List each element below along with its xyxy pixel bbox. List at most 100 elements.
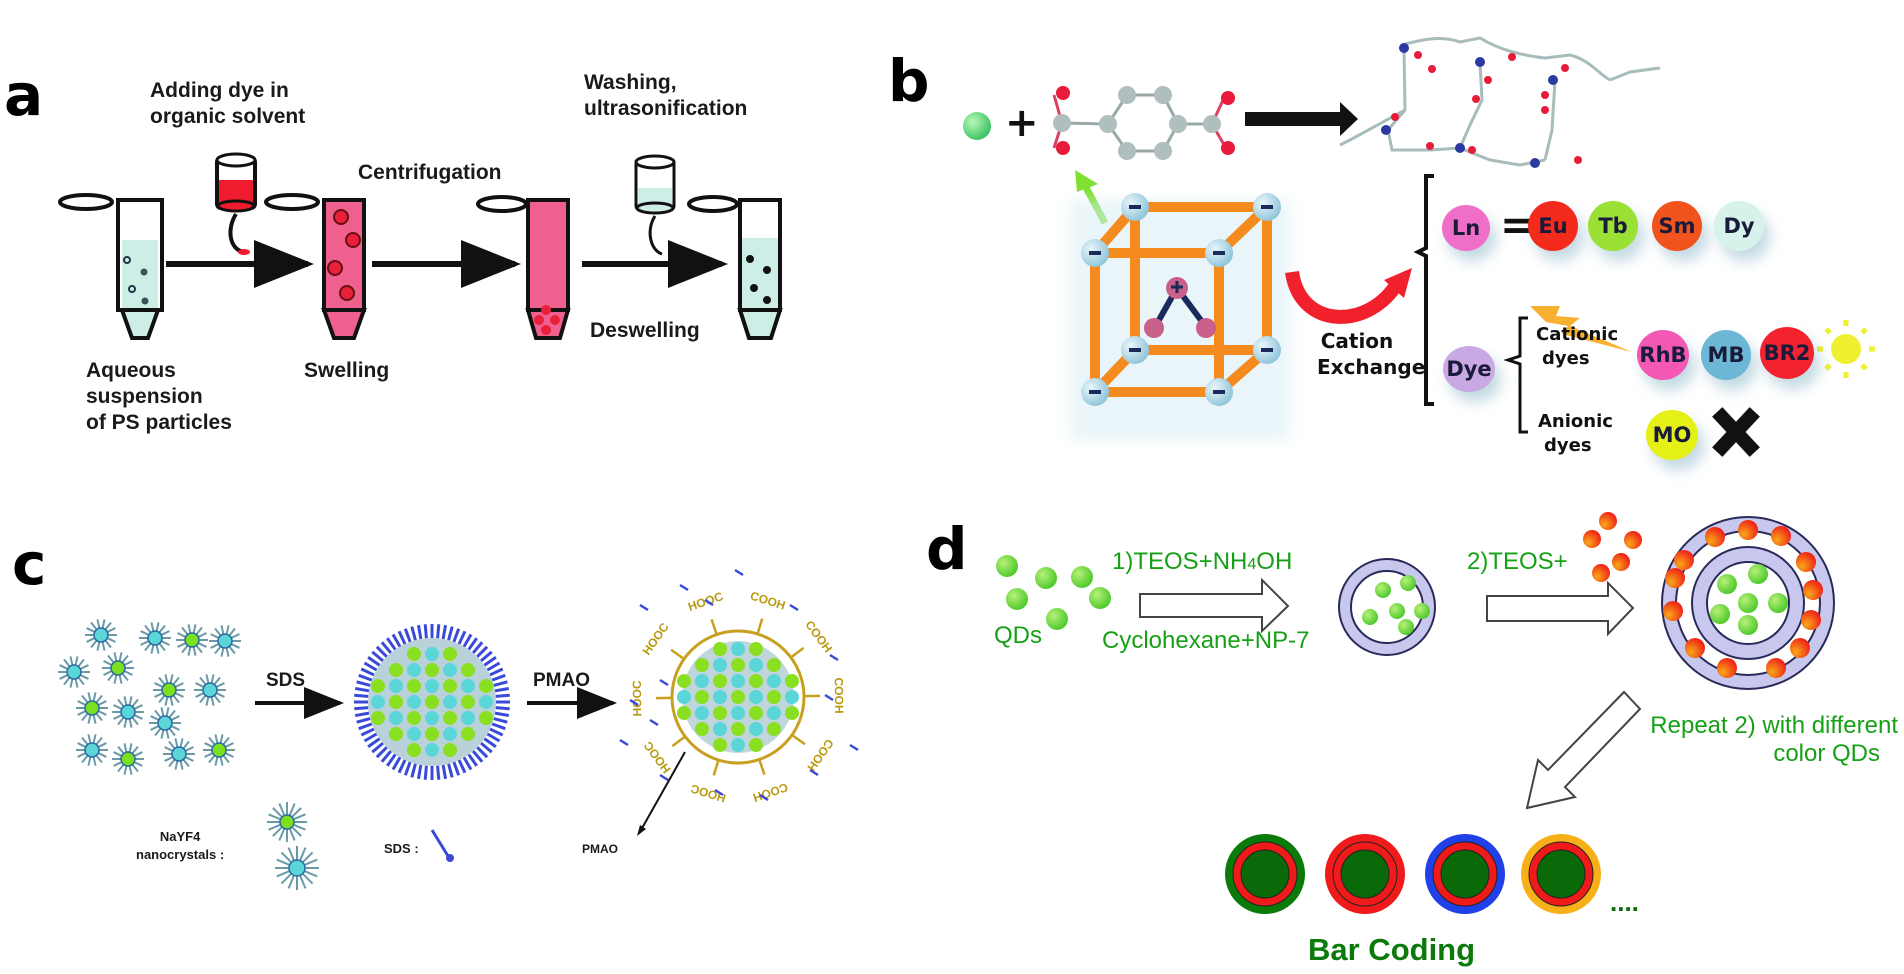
coated-nanocrystal (767, 706, 781, 720)
free-sds-molecule (849, 743, 859, 752)
ball-sm: Sm (1652, 201, 1702, 251)
linker-molecule-icon (1052, 93, 1228, 153)
nanocrystal-core (84, 700, 100, 716)
label-centrifugation: Centrifugation (358, 161, 502, 184)
label-cation-exchange: Cation Exchange (1317, 329, 1426, 379)
nanocrystal-core (211, 742, 227, 758)
tube-aqueous (58, 193, 164, 340)
nanocrystal-core (93, 627, 109, 643)
coated-nanocrystal (749, 642, 763, 656)
free-sds-molecule (789, 603, 799, 612)
tube-swelling (264, 193, 367, 340)
barcode-sphere (1325, 834, 1405, 914)
panel-b-drawing (963, 36, 1875, 457)
nanocrystal-core (110, 660, 126, 676)
label-anionic-dyes: Anionic dyes (1538, 411, 1613, 456)
step2-arrow (1486, 580, 1635, 637)
carboxyl-group-label: HOOC (641, 739, 674, 776)
micelle-nanocrystal (443, 727, 457, 741)
carboxyl-group-label: COOH (751, 780, 790, 805)
lightning-icon (1530, 306, 1632, 352)
micelle-nanocrystal (407, 663, 421, 677)
micelle-nanocrystal (407, 727, 421, 741)
ball-dye: Dye (1443, 346, 1495, 392)
reaction-arrow (1245, 102, 1358, 136)
cross-icon (1712, 407, 1760, 457)
pmao-pointer (640, 751, 686, 831)
coated-nanocrystal (713, 706, 727, 720)
barcode-core (1340, 849, 1390, 899)
micelle-nanocrystal (389, 679, 403, 693)
nanocrystal-core (161, 682, 177, 698)
label-step1-top: 1)TEOS+NH4OH (1112, 548, 1293, 575)
silica-coated-qd-icon (1338, 558, 1436, 656)
coated-nanocrystal (731, 690, 745, 704)
barcode-core (1536, 849, 1586, 899)
micelle-nanocrystal (461, 663, 475, 677)
orange-qd-dots (1583, 512, 1642, 582)
micelle-nanocrystal (479, 711, 493, 725)
nanocrystal-core (120, 751, 136, 767)
ball-ln: Ln (1442, 205, 1490, 251)
micelle-nanocrystal (371, 711, 385, 725)
sds-molecule-icon (430, 829, 450, 857)
micelle-nanocrystal (389, 663, 403, 677)
label-deswelling: Deswelling (590, 319, 700, 342)
coated-nanocrystal (731, 738, 745, 752)
micelle-nanocrystal (461, 679, 475, 693)
label-qds: QDs (994, 622, 1042, 649)
carboxyl-group-label: COOH (749, 589, 788, 613)
coated-nanocrystal (713, 658, 727, 672)
repeat-arrow (1525, 690, 1642, 810)
micelle-nanocrystal (389, 711, 403, 725)
coated-nanocrystal (785, 706, 799, 720)
micelle-nanocrystal (443, 743, 457, 757)
panel-d-drawing (996, 512, 1835, 914)
coated-nanocrystal (767, 690, 781, 704)
nanocrystal-core (66, 664, 82, 680)
dye-vial-icon (215, 152, 257, 255)
nanocrystal-core (120, 704, 136, 720)
coated-nanocrystal (785, 674, 799, 688)
coated-nanocrystal (785, 690, 799, 704)
ball-mb: MB (1701, 330, 1751, 380)
barcode-sphere (1521, 834, 1601, 914)
coated-nanocrystal (713, 674, 727, 688)
carboxyl-group-label: COOH (804, 736, 836, 773)
coated-nanocrystal (749, 674, 763, 688)
legend-pmao-label: PMAO (582, 842, 618, 856)
coated-nanocrystal (767, 674, 781, 688)
label-repeat: Repeat 2) with different color QDs (1650, 712, 1898, 767)
ball-dy: Dy (1714, 201, 1764, 251)
micelle-nanocrystal (443, 647, 457, 661)
tube-deswelled (687, 195, 783, 340)
coated-nanocrystal (767, 658, 781, 672)
label-ellipsis: .... (1610, 887, 1639, 917)
barcode-core (1440, 849, 1490, 899)
micelle-nanocrystal (443, 663, 457, 677)
barcode-spheres (1225, 834, 1601, 914)
carboxyl-group-label: COOH (832, 677, 847, 713)
free-sds-molecule (809, 768, 819, 777)
coated-nanocrystal (695, 690, 709, 704)
ball-rhb: RhB (1637, 330, 1689, 380)
coated-nanocrystal (713, 690, 727, 704)
panel-a-drawing (58, 152, 783, 340)
step1-arrow (1139, 577, 1290, 634)
coated-nanocrystal (677, 706, 691, 720)
coated-nanocrystal (731, 642, 745, 656)
ball-eu: Eu (1528, 201, 1578, 251)
micelle-nanocrystal (371, 695, 385, 709)
micelle-nanocrystal (461, 695, 475, 709)
micelle-nanocrystal (425, 743, 439, 757)
barcode-sphere (1425, 834, 1505, 914)
label-pmao-arrow: PMAO (533, 670, 590, 691)
nanocrystal-core (84, 742, 100, 758)
carboxyl-group-label: HOOC (640, 620, 672, 658)
sun-icon (1817, 320, 1875, 378)
nanocrystal-core (217, 633, 233, 649)
nanocrystal-core (147, 630, 163, 646)
coated-nanocrystal (695, 722, 709, 736)
panel-d-letter: d (926, 515, 968, 583)
